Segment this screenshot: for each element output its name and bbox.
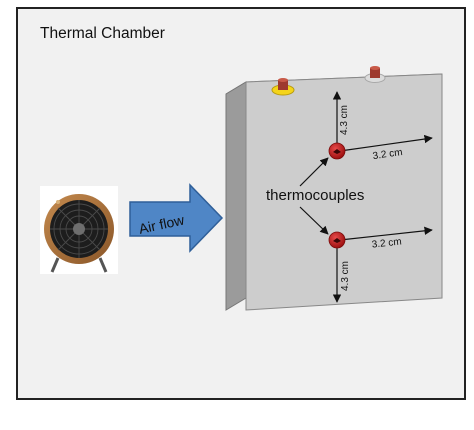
thermocouples-label: thermocouples <box>266 187 364 204</box>
thermocouple-pointer-top <box>299 157 329 187</box>
thermocouple-bottom <box>328 231 346 249</box>
thermocouple-pointer-bottom <box>299 206 329 235</box>
airflow-arrow: Air flow <box>129 183 224 253</box>
bottom-horizontal-dimension-label: 3.2 cm <box>371 236 402 250</box>
bottom-horizontal-dimension-line <box>339 226 433 241</box>
positive-terminal-icon <box>271 78 295 96</box>
chamber-title: Thermal Chamber <box>40 25 165 42</box>
top-vertical-dimension-label: 4.3 cm <box>339 105 350 135</box>
top-horizontal-dimension-line <box>339 134 433 152</box>
top-horizontal-dimension-label: 3.2 cm <box>372 147 403 162</box>
fan-icon <box>40 186 118 274</box>
bottom-vertical-dimension-label: 4.3 cm <box>340 261 351 291</box>
negative-terminal-icon <box>364 66 386 83</box>
thermocouple-top <box>328 142 346 160</box>
